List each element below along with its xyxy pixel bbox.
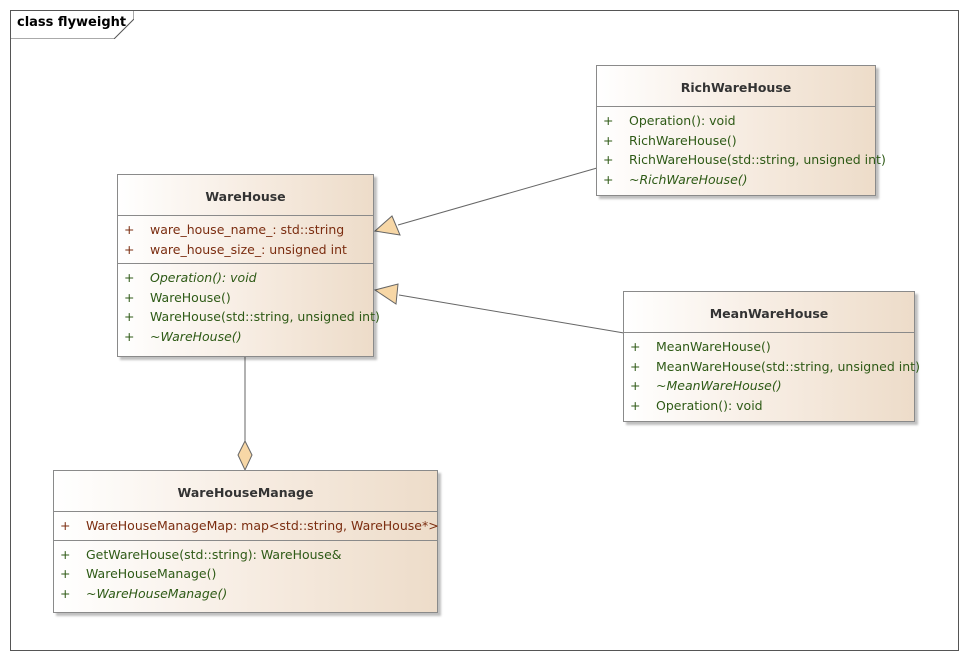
operation-row: +RichWareHouse(std::string, unsigned int… [603,152,886,167]
class-name: WareHouse [118,175,373,216]
operation-row: +~RichWareHouse() [603,171,748,187]
attributes-compartment: +WareHouseManageMap: map<std::string, Wa… [54,512,439,540]
operation-row: +Operation(): void [603,113,736,128]
class-warehousemanage[interactable]: WareHouseManage +WareHouseManageMap: map… [53,470,439,613]
operations-compartment: +Operation(): void +WareHouse() +WareHou… [118,263,380,350]
class-meanwarehouse[interactable]: MeanWareHouse +MeanWareHouse() +MeanWare… [623,291,920,422]
operation-row: +MeanWareHouse(std::string, unsigned int… [630,358,920,374]
operations-compartment: +GetWareHouse(std::string): WareHouse& +… [54,539,437,608]
diagram-frame [10,10,959,651]
operation-row: +~WareHouse() [124,328,242,344]
attribute-row: +ware_house_size_: unsigned int [124,241,347,257]
operation-row: +~WareHouseManage() [60,585,228,601]
class-name: RichWareHouse [597,66,875,107]
operation-row: +Operation(): void [124,270,257,285]
operation-row: +WareHouse(std::string, unsigned int) [124,309,380,324]
attributes-compartment: +ware_house_name_: std::string +ware_hou… [118,216,373,263]
generalization-arrowhead-mean [373,283,399,305]
operations-compartment: +Operation(): void +RichWareHouse() +Ric… [597,107,886,193]
class-name: MeanWareHouse [624,292,914,333]
generalization-line-rich [397,167,598,226]
class-name: WareHouseManage [54,471,437,512]
frame-tab [10,10,134,39]
operation-row: +RichWareHouse() [603,132,737,148]
operation-row: +Operation(): void [630,397,763,413]
generalization-line-mean [398,294,625,334]
attribute-row: +WareHouseManageMap: map<std::string, Wa… [60,518,439,533]
operation-row: +WareHouseManage() [60,566,217,581]
aggregation-diamond [237,439,253,472]
operation-row: +GetWareHouse(std::string): WareHouse& [60,546,342,562]
operation-row: +MeanWareHouse() [630,339,771,354]
generalization-arrowhead-rich [373,215,401,236]
operation-row: +~MeanWareHouse() [630,378,782,393]
class-richwarehouse[interactable]: RichWareHouse +Operation(): void +RichWa… [596,65,886,196]
attribute-row: +ware_house_name_: std::string [124,222,345,237]
operation-row: +WareHouse() [124,289,231,305]
class-warehouse[interactable]: WareHouse +ware_house_name_: std::string… [117,174,380,357]
operations-compartment: +MeanWareHouse() +MeanWareHouse(std::str… [624,333,920,419]
frame-title: class flyweight [17,15,127,30]
